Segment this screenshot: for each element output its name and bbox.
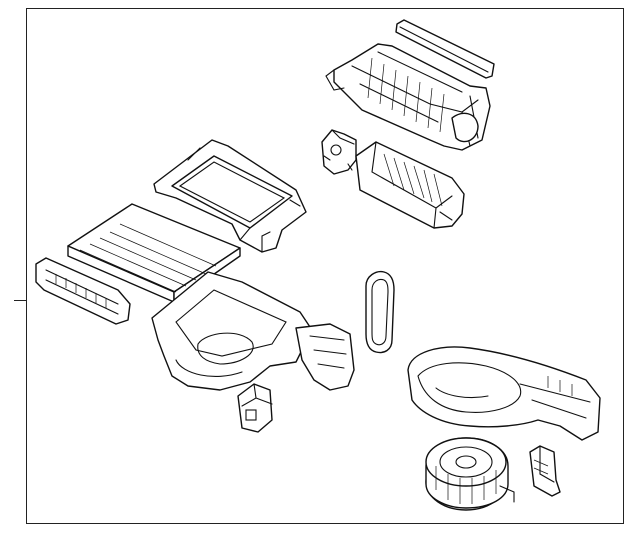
mode-actuator-icon: [321, 129, 357, 175]
filter-frame-icon: [153, 139, 307, 253]
drain-seal-icon: [365, 270, 395, 354]
filter-door-icon: [35, 257, 131, 325]
blower-resistor-icon: [529, 445, 561, 497]
blower-motor-icon: [425, 437, 515, 511]
diagram-frame: [26, 8, 624, 524]
blower-housing-icon: [407, 346, 601, 441]
actuator-motor-icon: [237, 383, 273, 433]
lower-case-icon: [151, 271, 355, 391]
evaporator-core-icon: [355, 141, 465, 229]
leader-line: [14, 300, 27, 301]
evaporator-upper-case-icon: [325, 43, 491, 151]
evaporator-seal-strip-icon: [395, 19, 495, 79]
